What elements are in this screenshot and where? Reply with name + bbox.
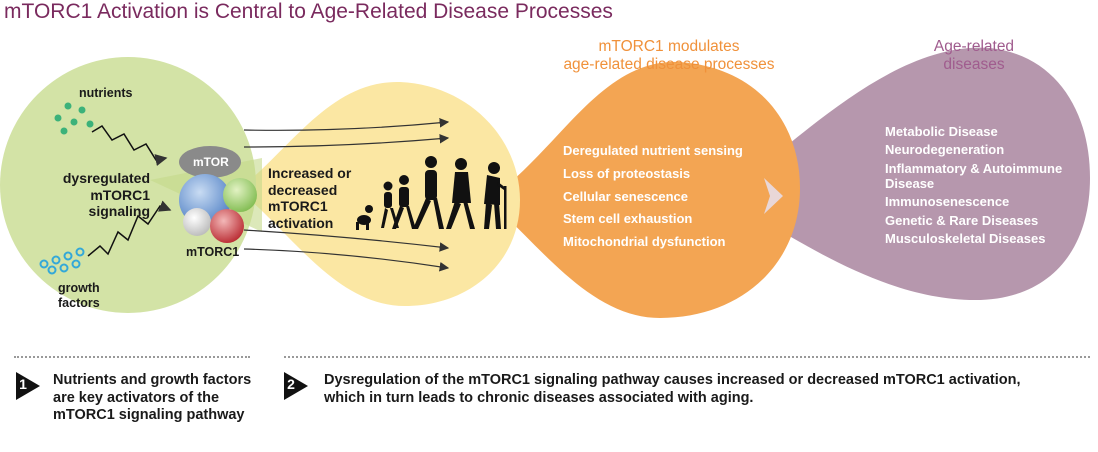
signaling-line-3: signaling <box>88 203 150 220</box>
chevron-icon <box>764 178 783 214</box>
activation-shape <box>238 81 520 306</box>
processes-heading: mTORC1 modulates age-related disease pro… <box>538 38 800 75</box>
activation-line-1: Increased or <box>268 165 352 181</box>
mtorc1-label: mTORC1 <box>186 245 240 259</box>
flow-arrows <box>243 118 450 272</box>
process-item: Mitochondrial dysfunction <box>563 234 726 250</box>
diseases-heading-line-2: diseases <box>943 56 1005 74</box>
process-item: Cellular senescence <box>563 188 689 204</box>
nutrients-label: nutrients <box>79 86 133 100</box>
disease-item: Metabolic Disease <box>885 124 998 139</box>
mtor-label: mTOR <box>193 155 229 169</box>
process-item: Deregulated nutrient sensing <box>563 143 743 158</box>
disease-item: Genetic & Rare Diseases <box>885 212 1039 228</box>
step-1-text: Nutrients and growth factors are key act… <box>53 372 252 424</box>
mtorc1-complex <box>179 146 257 243</box>
disease-item: Musculoskeletal Diseases <box>885 230 1046 246</box>
nutrient-signal-arrow <box>91 125 168 166</box>
process-item: Stem cell exhaustion <box>563 211 693 227</box>
growth-line-1: growth <box>58 281 100 295</box>
growth-factor-dots <box>39 247 85 275</box>
signaling-line-2: mTORC1 <box>90 186 150 203</box>
processes-shape <box>488 61 800 319</box>
disease-item: Immunosenescence <box>885 194 1010 210</box>
step-2-marker <box>284 372 308 400</box>
step-1-number: 1 <box>19 376 27 392</box>
activation-line-3: mTORC1 <box>268 198 328 215</box>
step-1-marker <box>16 372 40 400</box>
step-2-text: Dysregulation of the mTORC1 signaling pa… <box>324 372 1021 406</box>
activation-line-4: activation <box>268 214 334 231</box>
growth-signal-arrow <box>87 200 172 257</box>
step-2-divider <box>284 356 1090 358</box>
processes-heading-line-2: age-related disease processes <box>563 56 775 74</box>
signaling-line-1: dysregulated <box>62 170 150 186</box>
page-title: mTORC1 Activation is Central to Age-Rela… <box>4 0 613 23</box>
activation-label: Increased or decreased mTORC1 activation <box>268 165 351 231</box>
aging-people-icon <box>356 156 507 230</box>
growth-factors-label: growth factors <box>58 281 100 311</box>
disease-item: Inflammatory & Autoimmune Disease <box>885 160 1063 191</box>
disease-item: Neurodegeneration <box>885 142 1005 158</box>
diseases-heading: Age-related diseases <box>910 38 1038 75</box>
growth-line-2: factors <box>58 295 100 310</box>
processes-list: Deregulated nutrient sensing Loss of pro… <box>563 143 743 257</box>
step-2-number: 2 <box>287 376 295 392</box>
diseases-heading-line-1: Age-related <box>933 38 1015 55</box>
signaling-circle <box>0 57 256 313</box>
step-1-divider <box>14 356 250 358</box>
process-item: Loss of proteostasis <box>563 165 691 181</box>
signaling-label: dysregulated mTORC1 signaling <box>54 170 150 220</box>
diseases-list: Metabolic Disease Neurodegeneration Infl… <box>885 124 1085 249</box>
processes-heading-line-1: mTORC1 modulates <box>598 38 740 55</box>
nutrient-dots <box>54 102 94 135</box>
activation-line-2: decreased <box>268 181 338 198</box>
diseases-shape <box>722 47 1090 300</box>
